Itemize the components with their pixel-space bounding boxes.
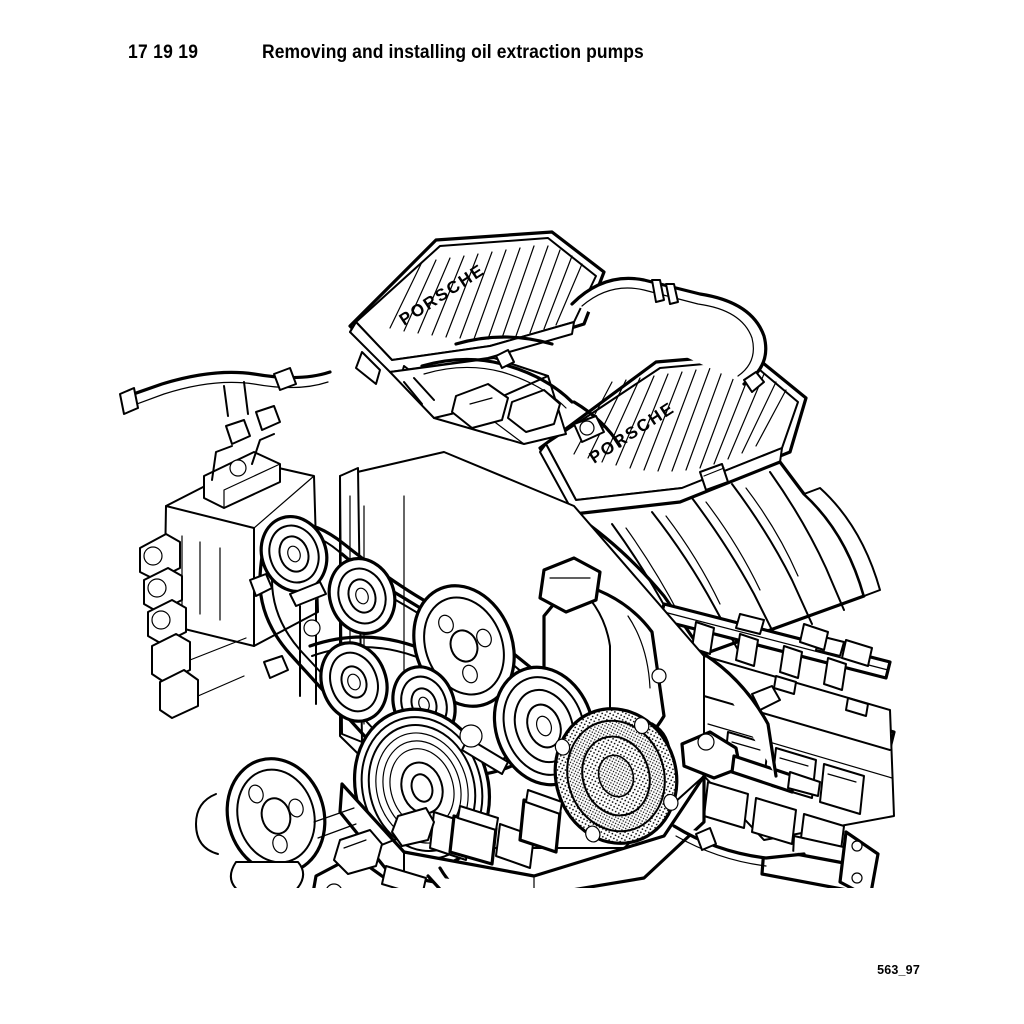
vacuum-hoses-centre — [420, 335, 622, 448]
power-steering-pump-pulley — [195, 757, 327, 888]
intake-plenum-centre — [389, 357, 567, 445]
alternator-pulley — [412, 584, 516, 708]
throttle-body — [538, 556, 602, 614]
centre-top-bracket — [573, 415, 605, 443]
figure-reference: 563_97 — [877, 963, 920, 977]
left-block-assembly — [139, 433, 319, 719]
hose-bracket-left — [223, 367, 297, 417]
lower-right-hose — [672, 824, 806, 867]
page-header: 17 19 19 Removing and installing oil ext… — [128, 42, 677, 64]
idler-pulley-lower — [319, 641, 389, 723]
water-pipe-lower — [426, 866, 515, 888]
engine-illustration: PORSCHE — [104, 176, 904, 888]
right-head-connectors — [799, 623, 873, 667]
lower-left-castings — [313, 807, 435, 875]
right-cam-cover: PORSCHE — [538, 352, 808, 515]
belt-guide-brackets — [249, 573, 289, 679]
lower-centre-components — [448, 789, 563, 866]
oil-pipe-right — [702, 652, 781, 778]
intake-manifold-runners — [572, 460, 881, 663]
oil-extraction-pump — [553, 707, 679, 845]
accessory-brackets — [289, 581, 327, 705]
upper-left-stubs — [225, 405, 281, 445]
tensioner-arm — [459, 724, 509, 775]
procedure-code: 17 19 19 — [128, 42, 199, 63]
page-title: Removing and installing oil extraction p… — [262, 42, 645, 63]
coolant-hose-upper — [570, 276, 768, 393]
idler-pulley-second — [327, 557, 397, 635]
